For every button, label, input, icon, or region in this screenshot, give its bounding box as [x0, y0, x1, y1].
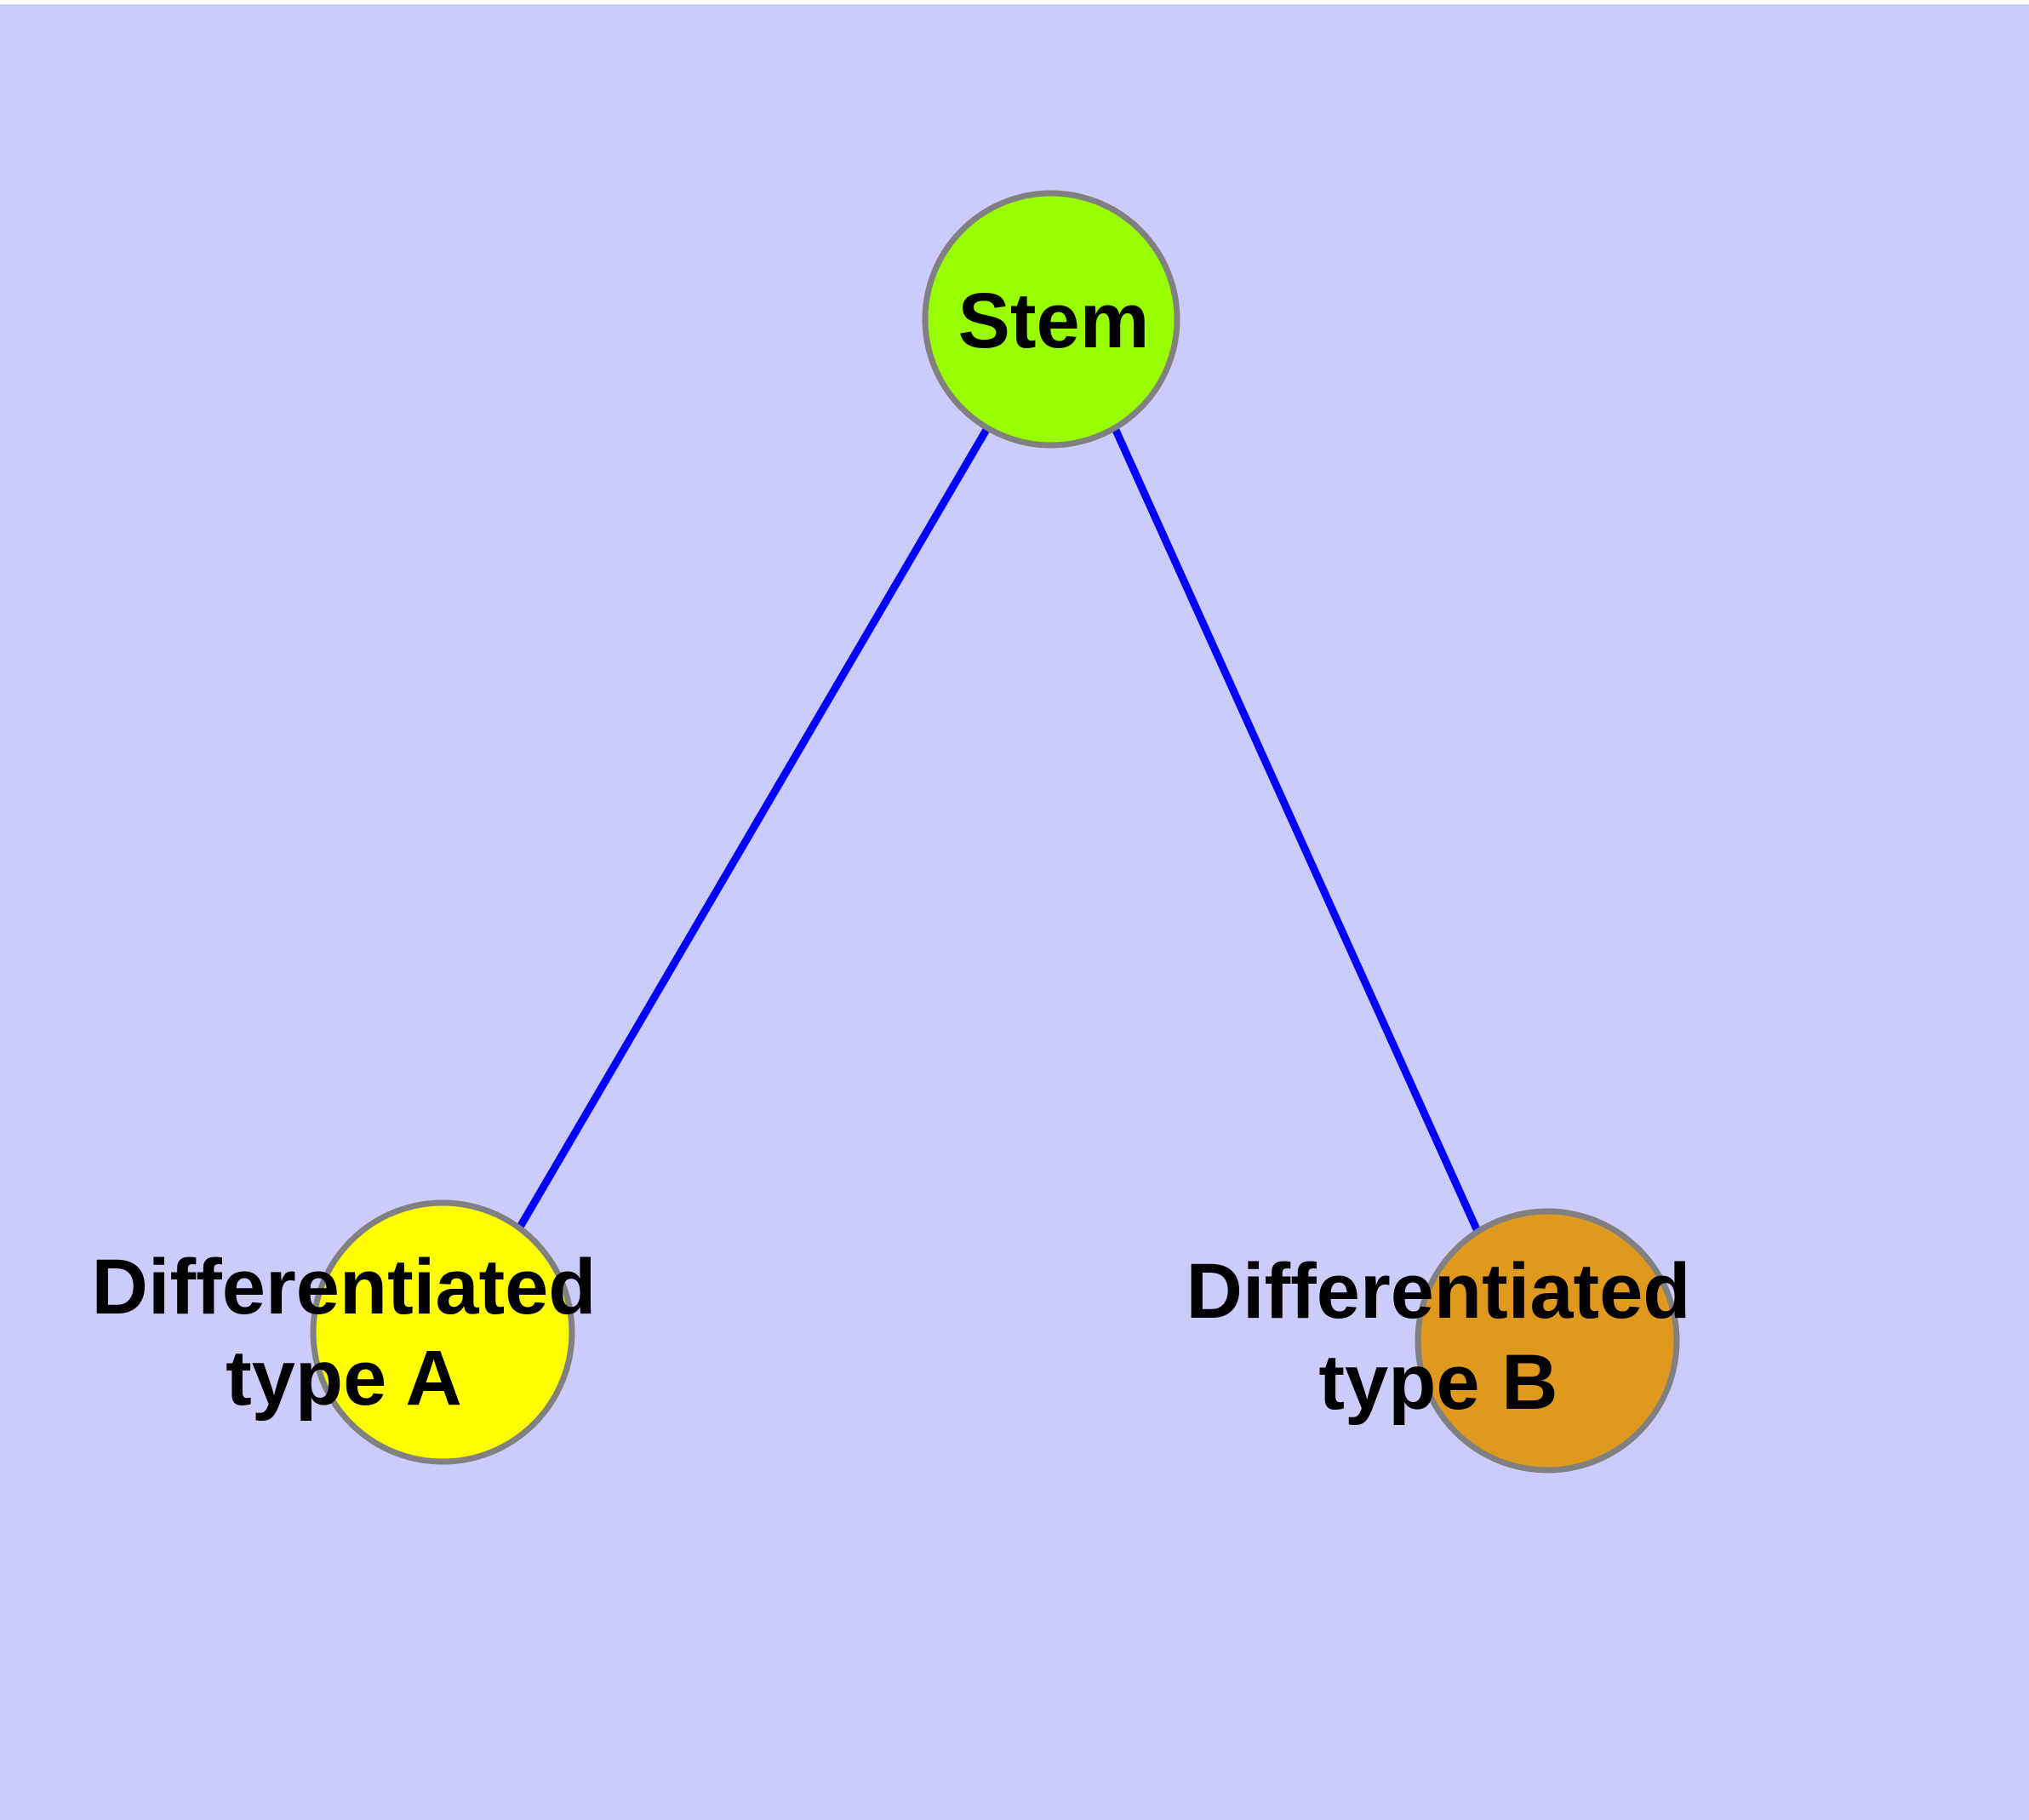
node-differentiated-type-b-circle[interactable] [1415, 1208, 1680, 1474]
edges-layer [516, 426, 1484, 1239]
node-stem-label-line-1: Stem [958, 278, 1150, 364]
node-differentiated-type-a-label-line-1: Differentiated [92, 1244, 597, 1331]
node-differentiated-type-a-label-line-2: type A [226, 1335, 462, 1422]
node-differentiated-type-b-label-line-1: Differentiated [1186, 1248, 1691, 1335]
labels-layer: Stem Differentiated type A Differentiate… [92, 278, 1691, 1426]
nodes-layer [310, 190, 1680, 1474]
edge-stem-to-diff-b [1111, 426, 1484, 1239]
node-stem-circle[interactable] [922, 190, 1180, 449]
edge-stem-to-diff-a [516, 426, 991, 1231]
node-differentiated-type-a-circle[interactable] [310, 1199, 575, 1465]
node-differentiated-type-b-label-line-2: type B [1318, 1339, 1557, 1426]
